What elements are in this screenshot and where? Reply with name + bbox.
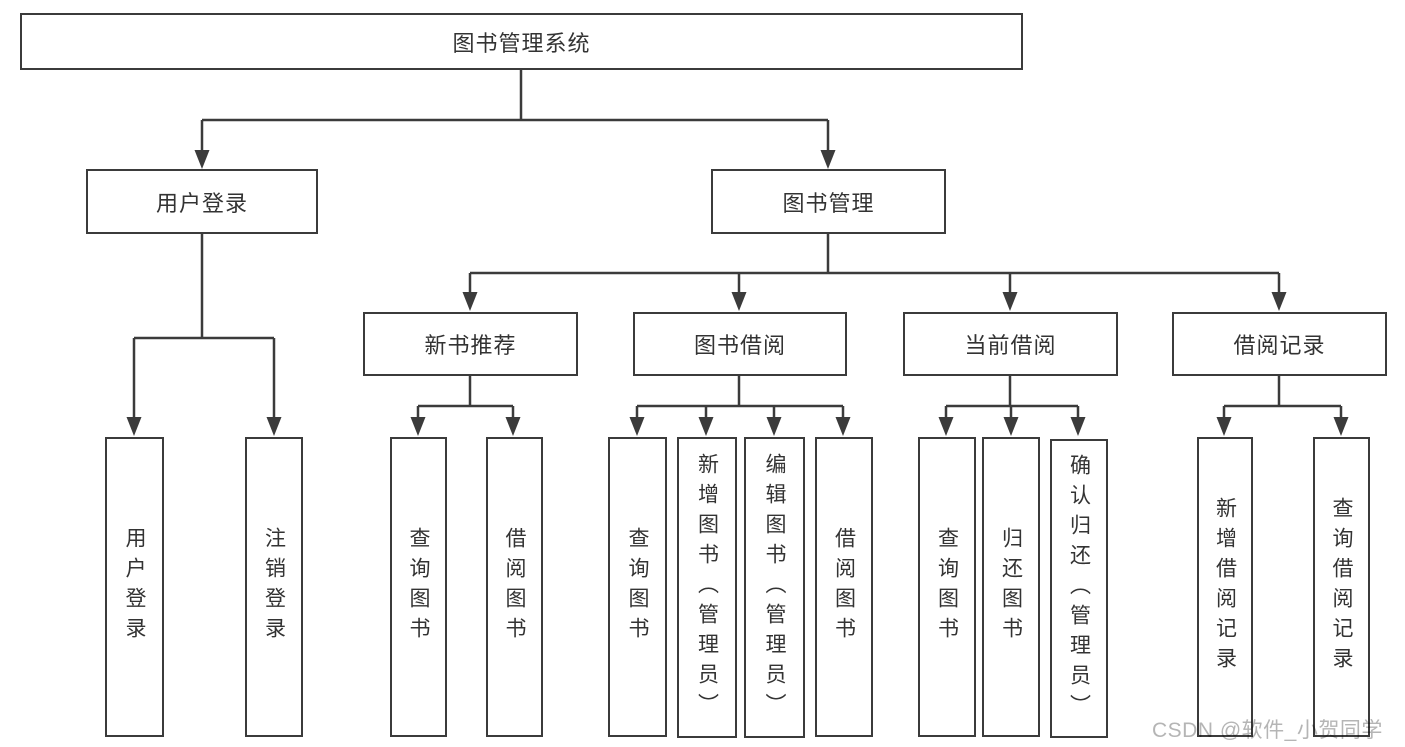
leaf-query-borrow-record: 查询借阅记录	[1313, 437, 1370, 737]
leaf-add-borrow-record: 新增借阅记录	[1197, 437, 1253, 737]
node-new-book-recommend: 新书推荐	[363, 312, 578, 376]
node-label: 当前借阅	[964, 333, 1057, 358]
arrowheads	[126, 150, 1349, 436]
leaf-borrow-books: 借阅图书	[815, 437, 873, 737]
leaf-label: 归还图书	[999, 527, 1023, 647]
node-label: 图书管理	[782, 190, 875, 216]
leaf-label: 查询借阅记录	[1330, 497, 1353, 677]
node-label: 图书管理系统	[452, 30, 591, 56]
leaf-label: 借阅图书	[832, 527, 856, 647]
node-label: 用户登录	[155, 190, 248, 216]
node-label: 借阅记录	[1233, 333, 1326, 358]
leaf-user-login: 用户登录	[105, 437, 164, 737]
node-user-login: 用户登录	[86, 169, 318, 234]
leaf-label: 注销登录	[262, 527, 286, 647]
leaf-return-books: 归还图书	[982, 437, 1040, 737]
leaf-query-books-current: 查询图书	[918, 437, 976, 737]
leaf-label: 查询图书	[626, 527, 649, 647]
node-book-management: 图书管理	[711, 169, 946, 234]
leaf-label: 编辑图书（管理员）	[763, 452, 786, 723]
leaf-label: 查询图书	[935, 527, 959, 647]
leaf-query-books-recommend: 查询图书	[390, 437, 447, 737]
leaf-logout: 注销登录	[245, 437, 303, 737]
node-label: 新书推荐	[424, 333, 517, 358]
node-current-borrow: 当前借阅	[903, 312, 1118, 376]
leaf-label: 用户登录	[123, 527, 146, 647]
leaf-label: 新增借阅记录	[1213, 497, 1237, 677]
node-borrow-records: 借阅记录	[1172, 312, 1387, 376]
leaf-query-books-borrow: 查询图书	[608, 437, 667, 737]
leaf-label: 借阅图书	[503, 527, 526, 647]
leaf-confirm-return-admin: 确认归还（管理员）	[1050, 439, 1108, 738]
leaf-label: 新增图书（管理员）	[695, 452, 719, 723]
leaf-label: 确认归还（管理员）	[1067, 453, 1091, 724]
csdn-watermark: CSDN @软件_小贺同学	[1152, 719, 1383, 742]
node-label: 图书借阅	[693, 333, 786, 358]
leaf-edit-books-admin: 编辑图书（管理员）	[744, 437, 805, 738]
leaf-add-books-admin: 新增图书（管理员）	[677, 437, 737, 738]
leaf-borrow-books-recommend: 借阅图书	[486, 437, 543, 737]
node-book-borrow: 图书借阅	[633, 312, 847, 376]
leaf-label: 查询图书	[407, 527, 430, 647]
node-library-management-system: 图书管理系统	[20, 13, 1023, 70]
